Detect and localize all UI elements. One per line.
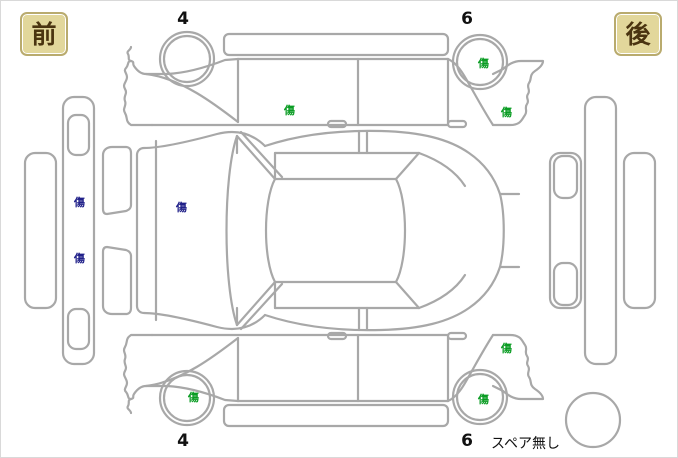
mark-top-right-wheel: 傷 xyxy=(478,57,489,70)
mark-front-upper: 傷 xyxy=(74,196,85,209)
mark-roof-left: 傷 xyxy=(176,201,187,214)
plan-view xyxy=(135,129,521,332)
wheel-number-rear-right: 6 xyxy=(461,431,473,451)
mark-top-left-fender: 傷 xyxy=(284,104,295,117)
wheel-number-rear-left: 4 xyxy=(177,431,189,451)
wheel-number-front-right: 6 xyxy=(461,9,473,29)
spare-tire-label: スペア無し xyxy=(491,436,561,452)
mark-bottom-quarter: 傷 xyxy=(501,342,512,355)
bottom-side-profile xyxy=(122,331,545,428)
rear-view xyxy=(548,95,657,366)
direction-badge-rear: 後 xyxy=(614,12,662,56)
mark-front-lower: 傷 xyxy=(74,252,85,265)
spare-tire xyxy=(564,391,622,449)
mark-bottom-wheel: 傷 xyxy=(478,393,489,406)
direction-badge-front: 前 xyxy=(20,12,68,56)
wheel-number-front-left: 4 xyxy=(177,9,189,29)
front-view xyxy=(23,95,133,366)
mark-bottom-left-whl: 傷 xyxy=(188,391,199,404)
top-side-profile xyxy=(122,30,545,129)
mark-top-rear-quarter: 傷 xyxy=(501,106,512,119)
